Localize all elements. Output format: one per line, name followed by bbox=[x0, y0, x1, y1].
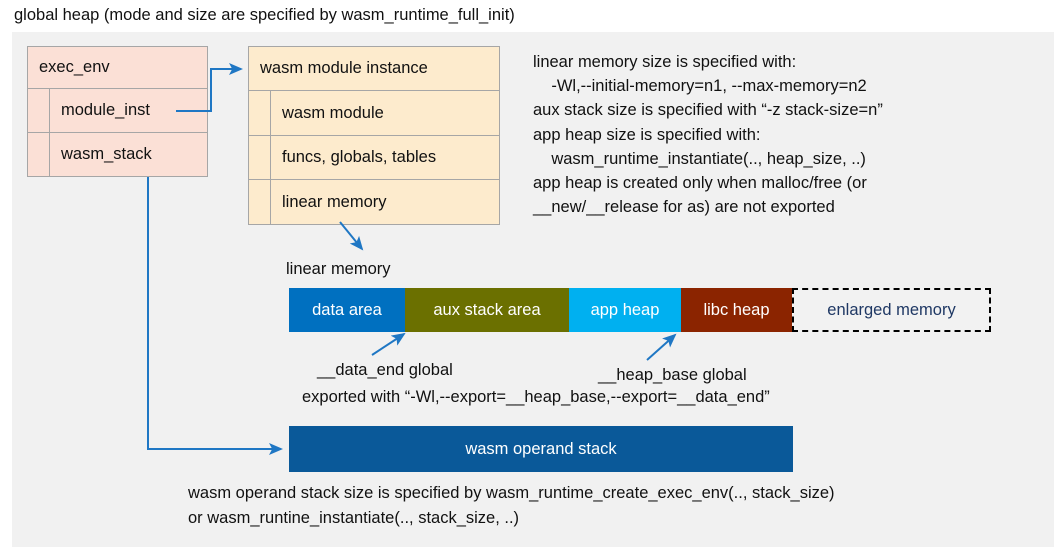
field-label-wasm-module: wasm module bbox=[282, 103, 384, 122]
indent-gutter bbox=[28, 133, 50, 176]
memory-segment-label: enlarged memory bbox=[827, 300, 956, 319]
wasm-module-instance-box: wasm module instance wasm module funcs, … bbox=[248, 46, 500, 225]
annotation-heap-base: __heap_base global bbox=[598, 366, 747, 384]
operand-stack-notes: wasm operand stack size is specified by … bbox=[188, 484, 835, 527]
exec-env-header-row: exec_env bbox=[28, 47, 207, 89]
annotation-data-end: __data_end global bbox=[317, 361, 453, 379]
memory-segment-label: aux stack area bbox=[433, 300, 541, 319]
indent-gutter bbox=[28, 89, 50, 132]
page-title: global heap (mode and size are specified… bbox=[14, 6, 515, 24]
field-label-funcs-globals-tables: funcs, globals, tables bbox=[282, 148, 437, 166]
exec-env-field-module-inst: module_inst bbox=[28, 89, 207, 133]
memory-segment-enlarged-memory: enlarged memory bbox=[792, 288, 991, 332]
linear-memory-strip-label: linear memory bbox=[286, 260, 391, 278]
memory-segment-aux-stack-area: aux stack area bbox=[405, 288, 569, 332]
module-instance-field-linear-memory: linear memory bbox=[249, 180, 499, 224]
module-instance-field-wasm-module: wasm module bbox=[249, 91, 499, 136]
exec-env-title: exec_env bbox=[39, 58, 110, 76]
wasm-operand-stack-bar: wasm operand stack bbox=[289, 426, 793, 472]
wasm-operand-stack-label: wasm operand stack bbox=[465, 439, 617, 458]
exec-env-field-wasm-stack: wasm_stack bbox=[28, 133, 207, 176]
memory-segment-label: libc heap bbox=[703, 300, 770, 319]
memory-segment-libc-heap: libc heap bbox=[681, 288, 792, 332]
module-instance-header-row: wasm module instance bbox=[249, 47, 499, 91]
linear-memory-strip: data area aux stack area app heap libc heap… bbox=[289, 288, 991, 332]
module-instance-field-funcs-globals-tables: funcs, globals, tables bbox=[249, 136, 499, 180]
field-label-linear-memory: linear memory bbox=[282, 192, 387, 211]
memory-segment-label: data area bbox=[312, 300, 382, 319]
field-label-wasm-stack: wasm_stack bbox=[61, 145, 152, 163]
memory-segment-app-heap: app heap bbox=[569, 288, 681, 332]
module-instance-title: wasm module instance bbox=[260, 59, 428, 77]
linear-memory-notes: linear memory size is specified with: -W… bbox=[533, 53, 883, 217]
indent-gutter bbox=[249, 180, 271, 224]
annotation-export-flags: exported with “-Wl,--export=__heap_base,… bbox=[302, 388, 770, 406]
memory-segment-data-area: data area bbox=[289, 288, 405, 332]
indent-gutter bbox=[249, 91, 271, 135]
field-label-module-inst: module_inst bbox=[61, 101, 150, 119]
exec-env-box: exec_env module_inst wasm_stack bbox=[27, 46, 208, 177]
indent-gutter bbox=[249, 136, 271, 179]
memory-segment-label: app heap bbox=[590, 300, 660, 319]
